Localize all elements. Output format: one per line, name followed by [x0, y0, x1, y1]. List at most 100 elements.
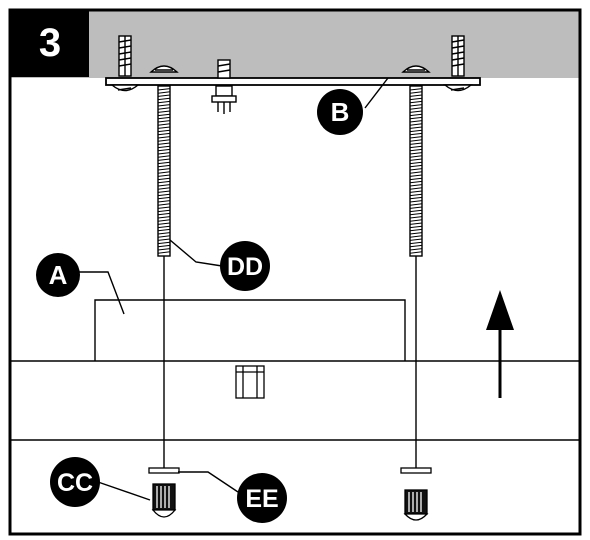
- washer-icon: [148, 467, 180, 474]
- thread-ridge: [409, 216, 423, 219]
- thread-ridge: [409, 110, 423, 113]
- thread-ridge: [409, 190, 423, 193]
- thread-ridge: [157, 104, 171, 107]
- thread-ridge: [409, 248, 423, 251]
- screw-icon: [443, 35, 473, 92]
- thread-ridge: [409, 148, 423, 152]
- thread-ridge: [157, 139, 171, 142]
- thread-ridge: [409, 219, 423, 222]
- thread-ridge: [409, 209, 423, 213]
- thread-ridge: [409, 241, 423, 245]
- screw-icon: [110, 35, 140, 92]
- thread-ridge: [409, 132, 423, 136]
- callout-b: B: [317, 89, 363, 135]
- thread-ridge: [409, 187, 423, 190]
- step-badge: 3: [11, 11, 89, 77]
- callout-dd: DD: [220, 241, 270, 291]
- callout-cc-label: CC: [57, 469, 93, 497]
- thread-ridge: [409, 193, 423, 197]
- thread-ridge: [157, 129, 171, 133]
- thread-ridge: [409, 232, 423, 235]
- callout-dd-label: DD: [227, 253, 263, 281]
- thread-ridge: [157, 161, 171, 165]
- thread-ridge: [409, 168, 423, 171]
- thread-ridge: [409, 174, 423, 177]
- thread-ridge: [157, 116, 171, 120]
- thread-ridge: [157, 193, 171, 197]
- thread-ridge: [157, 200, 171, 203]
- thread-ridge: [409, 180, 423, 184]
- thread-ridge: [157, 164, 171, 168]
- thread-ridge: [409, 139, 423, 142]
- thread-ridge: [157, 107, 171, 110]
- thread-ridge: [409, 235, 423, 238]
- thread-ridge: [409, 228, 423, 232]
- thread-ridge: [409, 107, 423, 110]
- thread-ridge: [409, 155, 423, 158]
- thread-ridge: [157, 126, 171, 129]
- thread-ridge: [157, 225, 171, 229]
- thread-ridge: [157, 190, 171, 193]
- thread-ridge: [409, 152, 423, 155]
- thread-ridge: [157, 241, 171, 245]
- mounting-bracket: [105, 77, 481, 86]
- thread-ridge: [409, 206, 423, 209]
- thread-ridge: [157, 158, 171, 161]
- thread-ridge: [157, 206, 171, 209]
- thread-ridge: [157, 251, 171, 254]
- thread-ridge: [157, 110, 171, 113]
- thread-ridge: [409, 222, 423, 225]
- callout-ee-label: EE: [245, 485, 278, 513]
- thread-ridge: [409, 251, 423, 254]
- washer-icon: [400, 467, 432, 474]
- thread-ridge: [409, 126, 423, 129]
- thread-ridge: [409, 212, 423, 216]
- diagram-frame: [8, 8, 582, 536]
- callout-cc: CC: [50, 457, 100, 507]
- thread-ridge: [157, 235, 171, 238]
- thread-ridge: [157, 132, 171, 136]
- thread-ridge: [157, 155, 171, 158]
- thread-ridge: [157, 171, 171, 174]
- thread-ridge: [157, 97, 171, 101]
- threaded-rod-icon: [149, 65, 179, 472]
- thread-ridge: [157, 196, 171, 200]
- thread-ridge: [157, 216, 171, 219]
- thread-ridge: [409, 88, 423, 91]
- thread-ridge: [409, 171, 423, 174]
- thread-ridge: [157, 244, 171, 248]
- screw-icon: [211, 59, 237, 114]
- thread-ridge: [409, 145, 423, 149]
- thread-ridge: [157, 238, 171, 241]
- thread-ridge: [409, 177, 423, 181]
- thread-ridge: [409, 120, 423, 123]
- thread-ridge: [409, 136, 423, 139]
- thread-ridge: [409, 129, 423, 133]
- thread-ridge: [409, 158, 423, 161]
- thread-ridge: [409, 113, 423, 117]
- thread-ridge: [157, 222, 171, 225]
- thread-ridge: [409, 94, 423, 97]
- knurled-knob-icon: [403, 489, 429, 521]
- thread-ridge: [157, 145, 171, 149]
- thread-ridge: [157, 209, 171, 213]
- thread-ridge: [157, 177, 171, 181]
- callout-ee: EE: [237, 473, 287, 523]
- thread-ridge: [157, 219, 171, 222]
- thread-ridge: [157, 148, 171, 152]
- thread-ridge: [157, 187, 171, 190]
- thread-ridge: [409, 97, 423, 101]
- thread-ridge: [157, 212, 171, 216]
- thread-ridge: [157, 94, 171, 97]
- thread-ridge: [157, 232, 171, 235]
- thread-ridge: [409, 184, 423, 187]
- thread-ridge: [157, 136, 171, 139]
- thread-ridge: [409, 238, 423, 241]
- thread-ridge: [409, 123, 423, 126]
- thread-ridge: [409, 200, 423, 203]
- thread-ridge: [157, 123, 171, 126]
- thread-ridge: [409, 203, 423, 206]
- step-number: 3: [39, 21, 61, 65]
- thread-ridge: [409, 116, 423, 120]
